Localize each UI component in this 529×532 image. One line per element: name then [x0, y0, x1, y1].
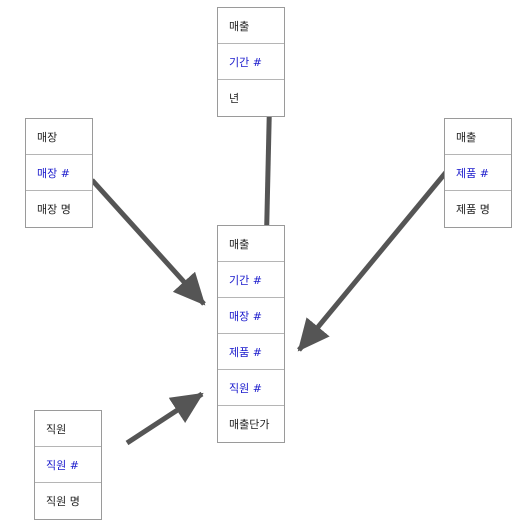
table-row-key: 기간 # [218, 44, 284, 80]
arrow-product-to-fact [297, 169, 449, 352]
period-table: 매출 기간 # 년 [217, 7, 285, 117]
table-row: 매장 명 [37, 203, 71, 216]
table-row-key: 매장 # [26, 155, 92, 191]
table-row: 직원 명 [46, 495, 80, 508]
table-row-key: 제품 # [218, 334, 284, 370]
table-row: 매장 [26, 119, 92, 155]
employee-table: 직원 직원 # 직원 명 [34, 410, 102, 520]
table-row-key: 기간 # [218, 262, 284, 298]
table-row: 매출 [445, 119, 511, 155]
table-row-key: 직원 # [218, 370, 284, 406]
fact-table: 매출 기간 # 매장 # 제품 # 직원 # 매출단가 [217, 225, 285, 443]
table-row: 매출 [218, 8, 284, 44]
table-row: 제품 명 [456, 203, 490, 216]
table-row: 직원 [35, 411, 101, 447]
table-row: 년 [229, 92, 240, 105]
table-row: 매출 [218, 226, 284, 262]
table-row-key: 직원 # [35, 447, 101, 483]
table-row-key: 제품 # [445, 155, 511, 191]
table-row: 매출단가 [229, 418, 270, 431]
store-table: 매장 매장 # 매장 명 [25, 118, 93, 228]
product-table: 매출 제품 # 제품 명 [444, 118, 512, 228]
arrow-store-to-fact [90, 178, 206, 306]
arrow-employee-to-fact [125, 391, 204, 446]
table-row-key: 매장 # [218, 298, 284, 334]
